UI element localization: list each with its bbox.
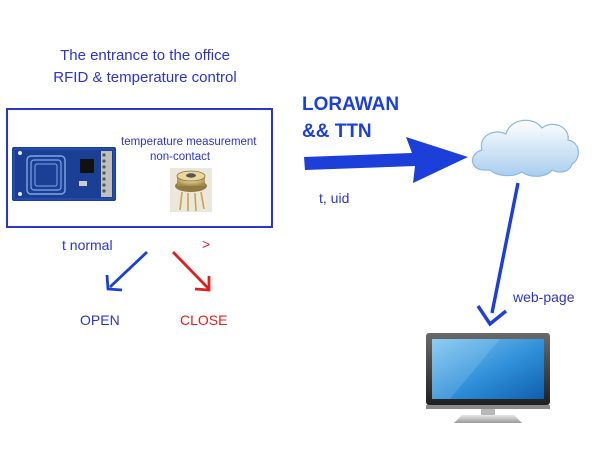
close-arrow [171,251,211,292]
payload-label: t, uid [319,190,350,206]
diagram-title-line2: RFID & temperature control [53,69,237,86]
rfid-reader-icon [12,147,116,201]
open-arrow [105,250,148,292]
network-label-line2: && TTN [302,121,372,142]
high-temperature-label: > [202,236,211,252]
monitor-icon [426,333,550,423]
close-label: CLOSE [180,312,228,328]
web-page-label: web-page [513,289,575,305]
sensor-label-line2: non-contact [150,151,211,163]
downlink-arrow [476,182,520,327]
network-label-line1: LORAWAN [302,94,400,115]
cloud-icon [471,119,579,177]
temperature-sensor-icon [170,168,212,212]
normal-temperature-label: t normal [62,237,113,253]
diagram-title-line1: The entrance to the office [60,47,230,64]
sensor-label-line1: temperature measurement [121,136,257,148]
uplink-arrow [304,137,468,183]
open-label: OPEN [80,312,120,328]
